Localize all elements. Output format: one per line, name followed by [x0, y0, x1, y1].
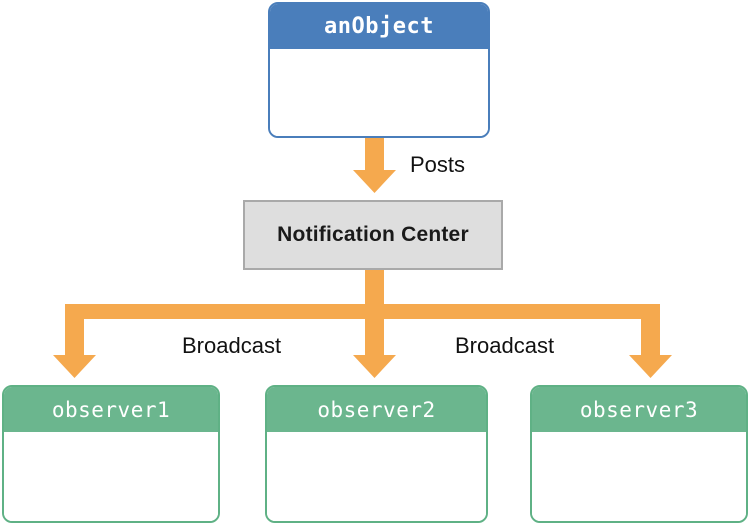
arrowhead-observer2	[353, 355, 396, 378]
observer2-body	[267, 432, 486, 521]
an-object-body	[270, 49, 488, 136]
arrow-posts	[353, 138, 396, 193]
notification-center-label: Notification Center	[277, 223, 469, 246]
edge-label-broadcast-left: Broadcast	[182, 333, 282, 358]
arrow-broadcast-tree	[53, 270, 672, 378]
arrowhead-observer3	[629, 355, 672, 378]
node-an-object[interactable]: anObject	[268, 2, 490, 138]
node-observer1[interactable]: observer1	[2, 385, 220, 523]
observer3-body	[532, 432, 746, 521]
arrowhead-observer1	[53, 355, 96, 378]
node-observer3[interactable]: observer3	[530, 385, 748, 523]
edge-label-posts: Posts	[410, 152, 466, 177]
edge-label-broadcast-right: Broadcast	[455, 333, 555, 358]
observer1-title: observer1	[4, 387, 218, 432]
observer1-body	[4, 432, 218, 521]
observer3-title: observer3	[532, 387, 746, 432]
node-observer2[interactable]: observer2	[265, 385, 488, 523]
observer2-title: observer2	[267, 387, 486, 432]
an-object-title: anObject	[270, 4, 488, 49]
node-notification-center[interactable]: Notification Center	[243, 200, 503, 270]
